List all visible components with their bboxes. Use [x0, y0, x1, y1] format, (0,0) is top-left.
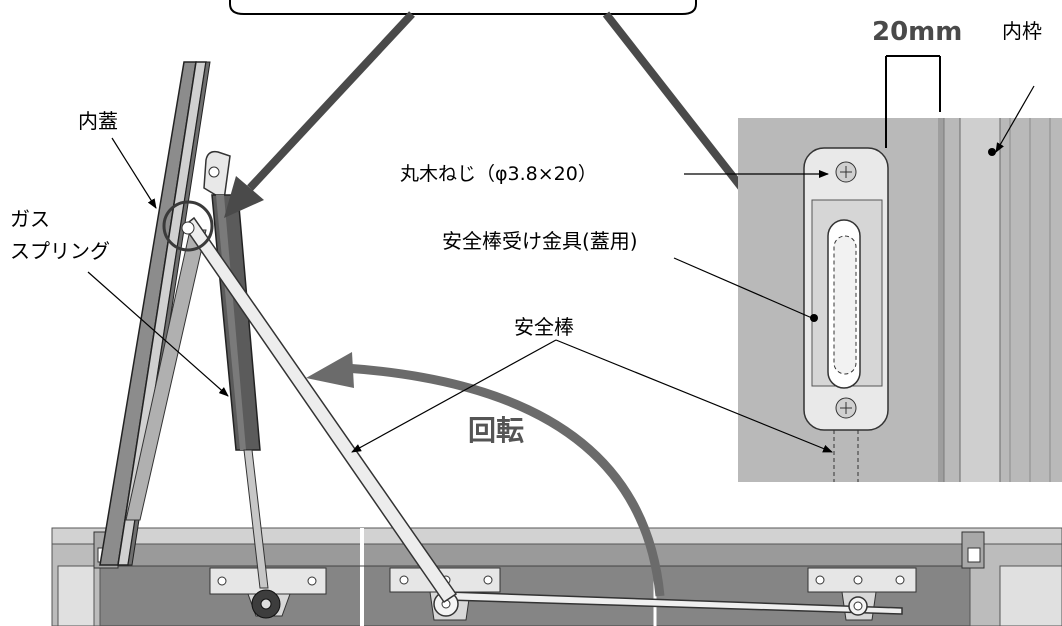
rotation-label: 回転 — [468, 414, 524, 447]
callout-arrow-left — [224, 11, 415, 218]
callout-box — [229, 0, 697, 15]
safety-bar-lower-rod — [433, 591, 903, 617]
dimension-lines — [885, 55, 941, 148]
safety-bar — [181, 216, 458, 604]
safety-bar-end-highlight — [162, 200, 214, 252]
inner-lid-label: 内蓋 — [78, 109, 118, 133]
lid-hinge-tab — [203, 150, 231, 202]
screw-bottom-icon — [835, 397, 857, 419]
lid-safety-bar-bracket — [803, 147, 889, 431]
safety-bar-hidden-lines — [833, 430, 859, 482]
bracket-label: 安全棒受け金具(蓋用) — [442, 229, 638, 253]
gas-spring — [211, 194, 281, 619]
screw-label: 丸木ねじ（φ3.8×20） — [400, 163, 597, 185]
screw-top-icon — [835, 161, 857, 183]
right-hinge-corner — [961, 531, 985, 569]
dimension-label: 20mm — [872, 17, 962, 47]
gas-spring-label-line2: スプリング — [10, 239, 110, 263]
inner-frame-label: 内枠 — [1002, 19, 1042, 43]
gas-spring-label-line1: ガス — [10, 207, 50, 231]
leader-lines — [87, 85, 1035, 453]
rotation-arrow — [306, 352, 665, 597]
inner-lid — [99, 61, 211, 566]
safety-bar-label: 安全棒 — [514, 315, 574, 339]
detail-inset — [738, 118, 1062, 482]
